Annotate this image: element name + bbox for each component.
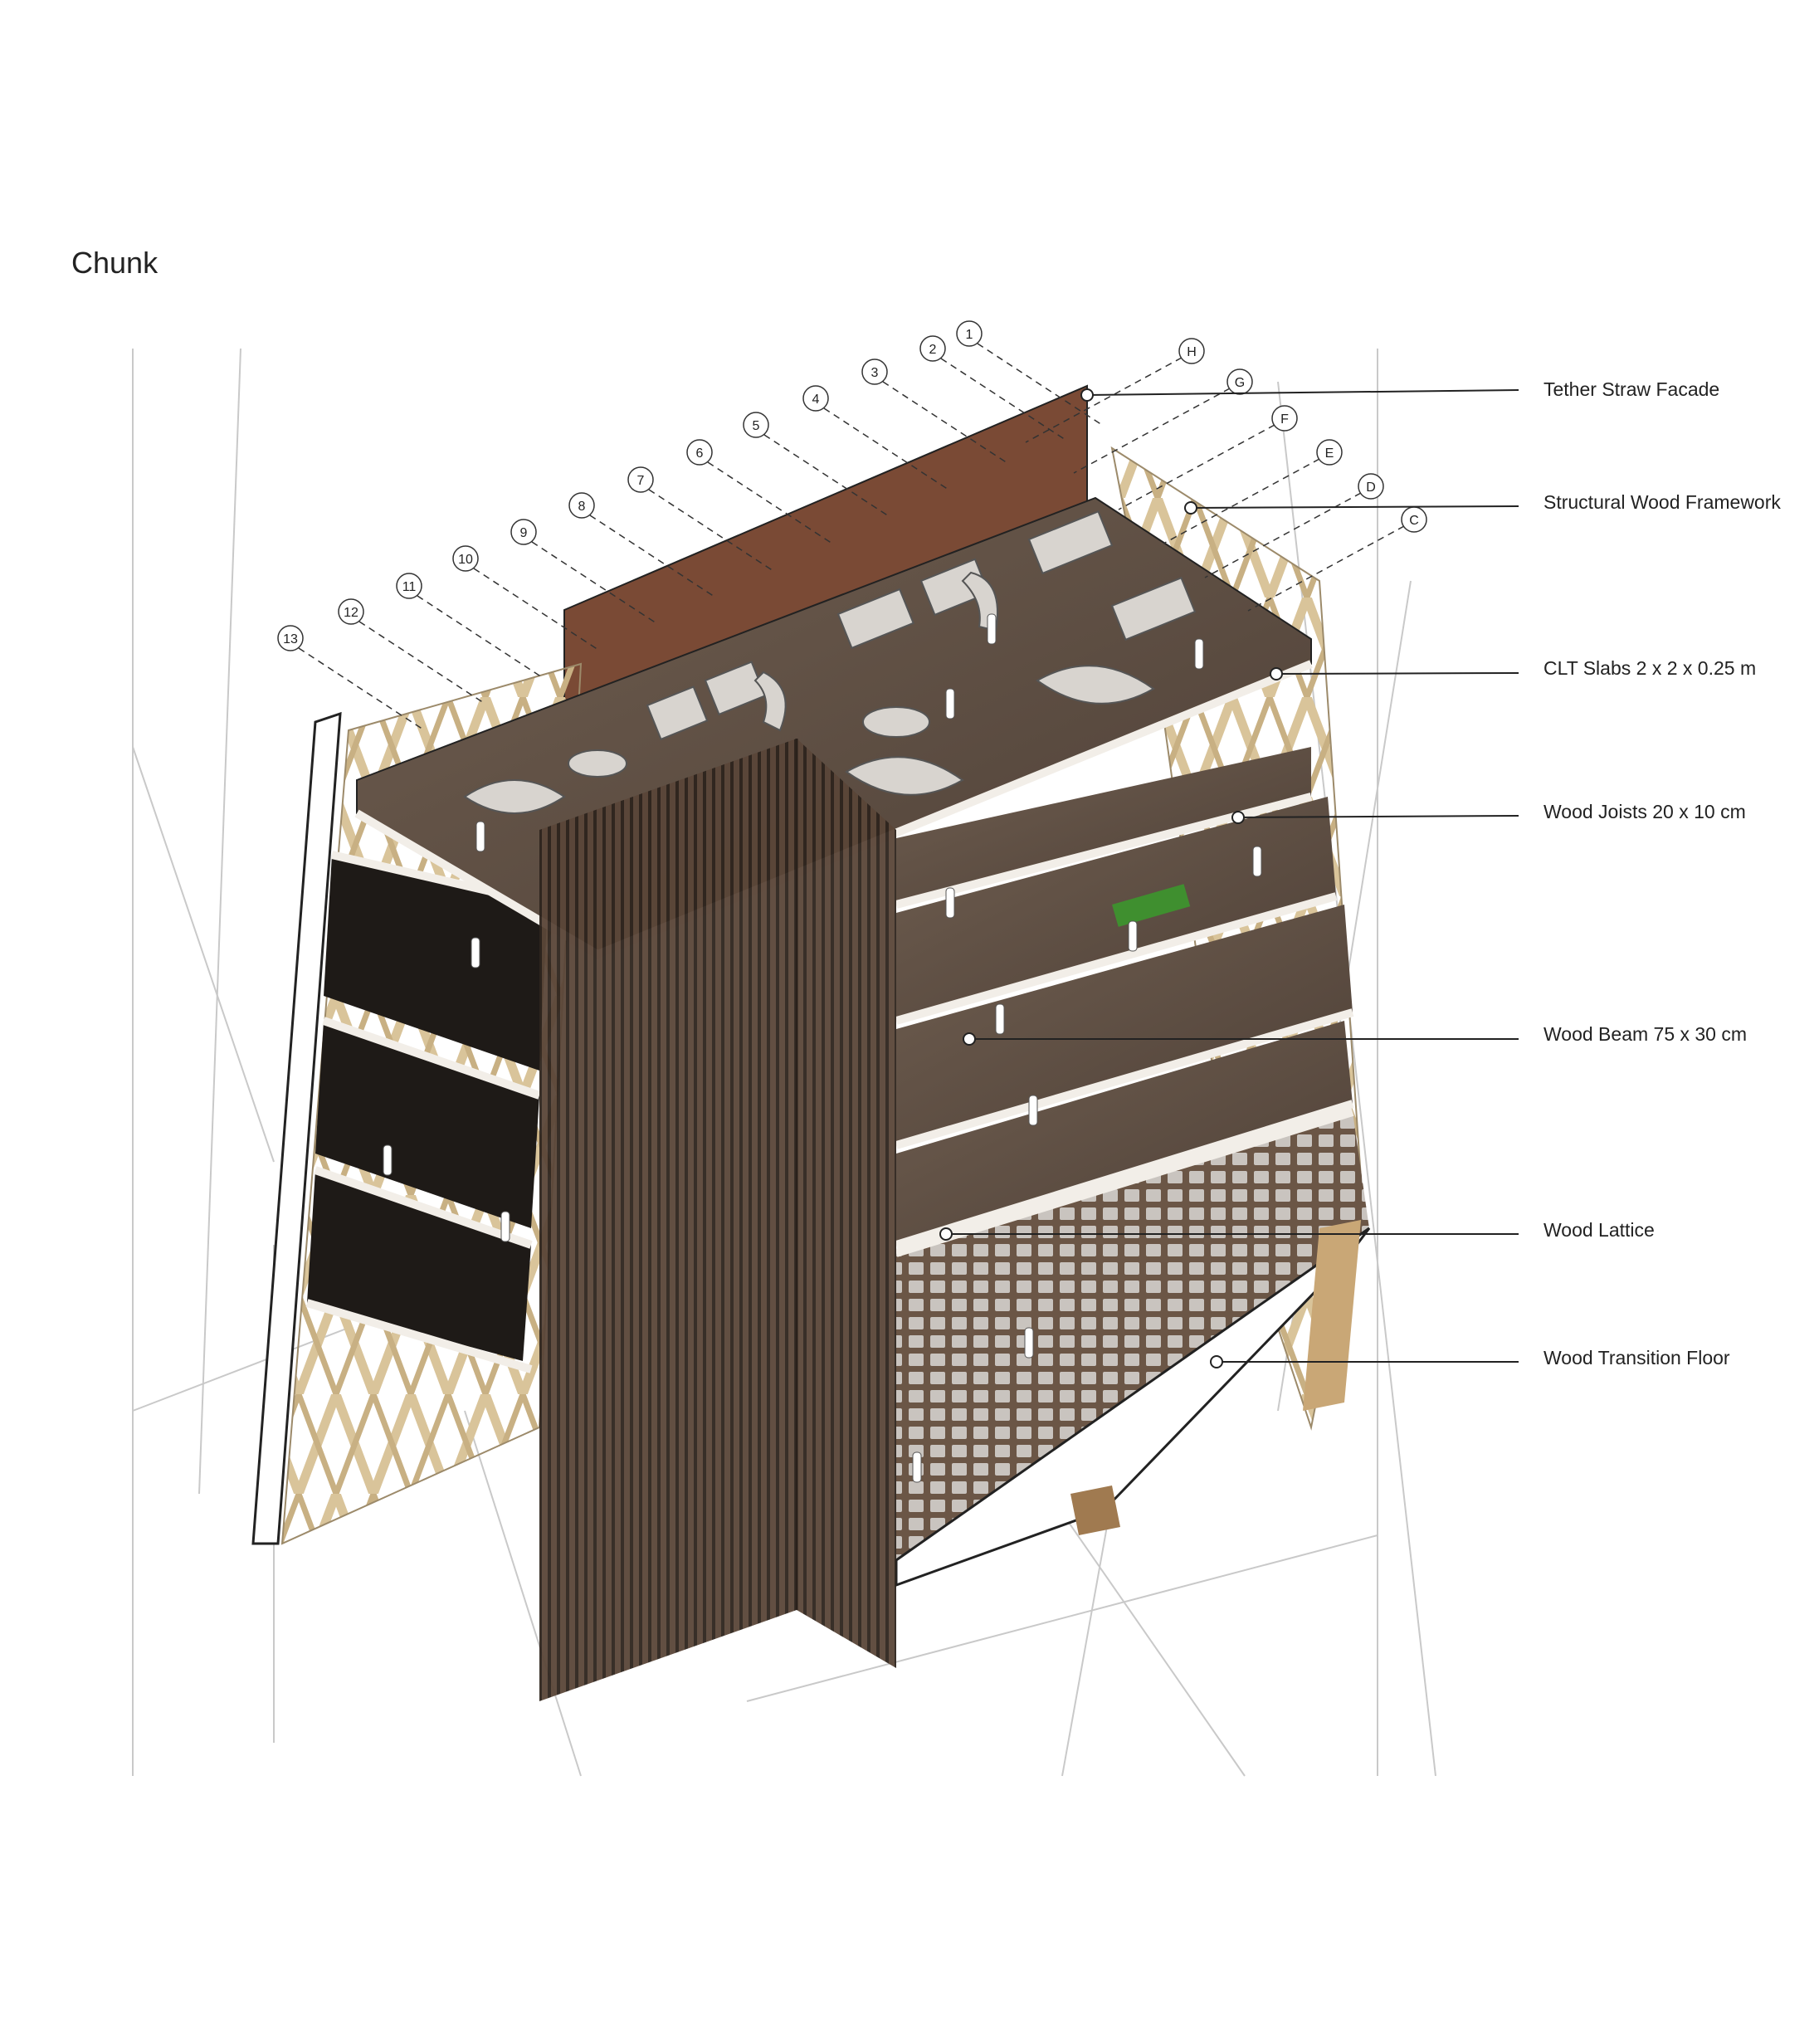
grid-line-7 (648, 489, 774, 572)
context-sketch (132, 348, 1436, 1777)
grid-line-13 (298, 647, 424, 730)
grid-bubble-13 (277, 625, 304, 651)
grid-bubble-label-7: 7 (637, 474, 645, 488)
grid-bubble-label-8: 8 (578, 500, 586, 514)
leader-dot-3 (1270, 667, 1283, 681)
grid-bubble-4 (802, 385, 829, 412)
leader-dot-1 (1080, 388, 1094, 402)
grid-bubble-G (1226, 368, 1253, 395)
grid-bubble-7 (627, 466, 654, 493)
grid-bubble-label-13: 13 (283, 632, 298, 646)
grid-line-H (1025, 357, 1183, 443)
grid-line-E (1163, 458, 1320, 544)
leader-dot-7 (1210, 1355, 1223, 1368)
wood-slat-screen (539, 739, 896, 1701)
grid-bubble-label-10: 10 (458, 553, 473, 567)
grid-bubble-label-2: 2 (929, 343, 937, 357)
grid-line-C (1247, 525, 1405, 612)
grid-bubble-8 (568, 492, 595, 519)
interior-floors-left (305, 851, 549, 1373)
grid-bubble-label-H: H (1187, 345, 1197, 359)
grid-bubble-label-4: 4 (812, 393, 820, 407)
grid-bubble-H (1178, 338, 1205, 364)
diagram-title: Chunk (71, 246, 158, 280)
leader-line-4 (1237, 815, 1519, 818)
grid-bubble-10 (452, 545, 479, 572)
grid-line-11 (417, 595, 543, 678)
grid-line-12 (358, 621, 485, 704)
grid-bubble-label-9: 9 (520, 526, 528, 540)
grid-bubble-F (1271, 405, 1298, 432)
leader-dot-5 (963, 1032, 976, 1046)
grid-bubble-label-F: F (1280, 412, 1289, 427)
grid-bubble-label-3: 3 (871, 366, 879, 380)
grid-line-9 (531, 541, 657, 624)
grid-line-8 (589, 515, 715, 598)
grid-bubble-label-E: E (1325, 446, 1334, 461)
grid-bubble-label-G: G (1235, 376, 1245, 390)
callout-tether-straw-facade: Tether Straw Facade (1543, 378, 1720, 400)
callout-wood-joists: Wood Joists 20 x 10 cm (1543, 801, 1746, 822)
grid-bubble-label-5: 5 (753, 419, 760, 433)
grid-line-10 (473, 568, 599, 651)
callout-wood-beam: Wood Beam 75 x 30 cm (1543, 1023, 1748, 1045)
grid-bubble-E (1316, 439, 1343, 466)
leader-dot-4 (1231, 811, 1245, 824)
grid-bubble-label-11: 11 (402, 580, 417, 594)
leader-line-3 (1275, 672, 1519, 675)
grid-bubble-label-12: 12 (344, 606, 358, 620)
grid-bubble-label-D: D (1366, 481, 1376, 495)
callout-structural-wood-framework: Structural Wood Framework (1543, 491, 1781, 513)
grid-bubble-11 (396, 573, 422, 599)
grid-line-5 (763, 434, 890, 517)
grid-line-F (1118, 424, 1275, 510)
leader-dot-2 (1184, 501, 1197, 515)
grid-bubble-2 (919, 335, 946, 362)
grid-bubble-9 (510, 519, 537, 545)
grid-line-4 (823, 407, 949, 490)
grid-bubble-label-C: C (1409, 514, 1419, 528)
leader-dot-6 (939, 1227, 953, 1241)
left-column (251, 711, 342, 1545)
callout-leaders (939, 388, 1519, 1368)
callout-wood-lattice: Wood Lattice (1543, 1219, 1655, 1241)
floors-right (895, 747, 1354, 1249)
callout-wood-transition-floor: Wood Transition Floor (1543, 1347, 1730, 1368)
grid-bubble-6 (686, 439, 713, 466)
leader-line-1 (1086, 389, 1519, 396)
rooftop-furniture (463, 510, 1197, 814)
people-figures (383, 613, 1262, 1483)
grid-line-2 (940, 358, 1066, 441)
grid-line-3 (882, 381, 1008, 464)
leader-line-2 (1190, 505, 1519, 509)
grid-bubble-3 (861, 359, 888, 385)
grid-bubble-5 (743, 412, 769, 438)
grid-line-6 (707, 461, 833, 544)
grid-bubble-label-1: 1 (966, 328, 973, 342)
grid-line-G (1073, 388, 1231, 474)
auditorium (895, 1108, 1371, 1588)
grid-bubble-1 (956, 320, 983, 347)
callout-clt-slabs: CLT Slabs 2 x 2 x 0.25 m (1543, 657, 1757, 679)
grid-line-1 (977, 343, 1103, 426)
grid-bubble-D (1358, 473, 1384, 500)
grid-bubble-12 (338, 598, 364, 625)
grid-bubble-label-6: 6 (696, 446, 704, 461)
